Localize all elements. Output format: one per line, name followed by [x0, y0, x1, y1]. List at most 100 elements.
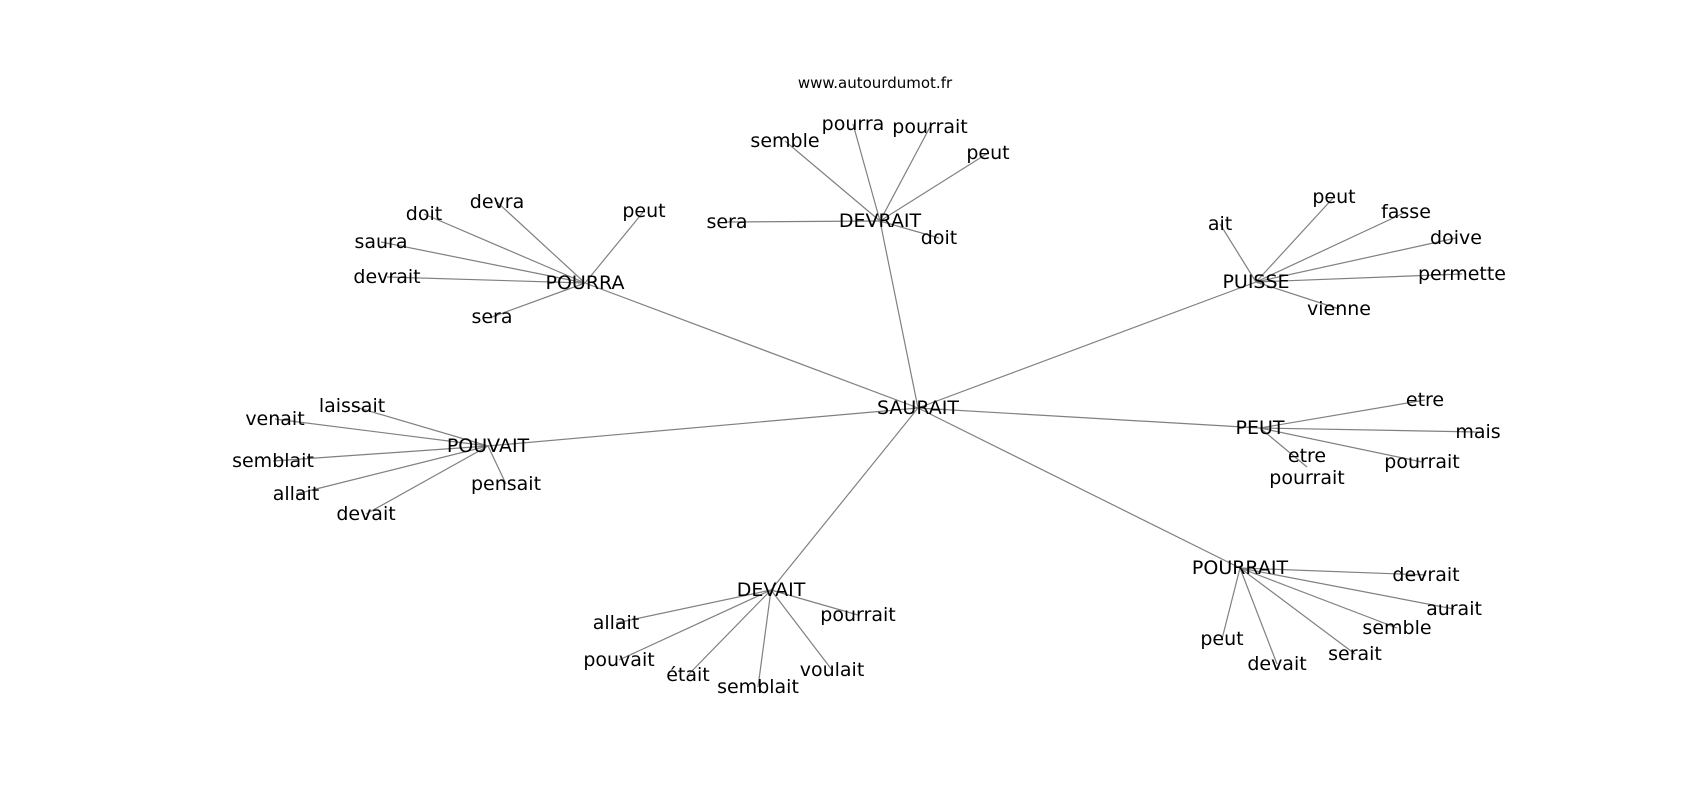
- leaf-node-pourrait-semble: semble: [1362, 617, 1431, 639]
- leaf-node-pourrait-serait: serait: [1328, 643, 1382, 665]
- hub-node-pourra: POURRA: [546, 272, 625, 294]
- edge-peut-mais: [1259, 427, 1479, 433]
- leaf-node-pourra-doit: doit: [406, 203, 442, 225]
- edge-pourrait-devrait: [1239, 567, 1427, 576]
- edge-devait-voulait: [770, 589, 833, 671]
- graph-labels: www.autourdumot.fr SAURAITDEVRAITsemblep…: [232, 74, 1506, 698]
- leaf-node-devait-voulait: voulait: [800, 659, 865, 681]
- edge-devait-semblait: [757, 589, 772, 688]
- edge-devait-allait: [615, 589, 772, 624]
- edge-pourra-devrait: [386, 276, 586, 284]
- edge-devait-pourrait: [770, 589, 859, 616]
- edge-devrait-semble: [784, 140, 881, 222]
- edge-pourrait-semble: [1239, 567, 1398, 629]
- leaf-node-puisse-fasse: fasse: [1381, 201, 1431, 223]
- edge-center-puisse: [917, 281, 1257, 409]
- edge-devrait-pourra: [852, 123, 881, 222]
- leaf-node-devait-etait: était: [666, 664, 710, 686]
- leaf-node-devrait-doit: doit: [921, 227, 957, 249]
- leaf-node-pouvait-laissait: laissait: [319, 395, 385, 417]
- leaf-node-pourrait-devrait: devrait: [1392, 564, 1459, 586]
- leaf-node-pourrait-aurait: aurait: [1426, 598, 1482, 620]
- leaf-node-pouvait-pensait: pensait: [471, 473, 541, 495]
- edge-pourrait-devait: [1239, 567, 1278, 665]
- edge-devrait-sera: [726, 220, 881, 223]
- leaf-node-devrait-pourra: pourra: [822, 113, 885, 135]
- leaf-node-puisse-doive: doive: [1430, 227, 1482, 249]
- leaf-node-pourra-devrait: devrait: [353, 266, 420, 288]
- leaf-node-devait-pouvait: pouvait: [583, 649, 654, 671]
- edge-pourrait-serait: [1239, 567, 1356, 655]
- leaf-node-puisse-permette: permette: [1418, 263, 1506, 285]
- hub-node-devait: DEVAIT: [737, 579, 806, 601]
- leaf-node-pourra-devra: devra: [470, 191, 524, 213]
- edge-pouvait-laissait: [351, 405, 489, 447]
- edge-puisse-peut: [1255, 196, 1335, 283]
- edge-peut-pourrait: [1259, 427, 1423, 463]
- edge-center-pourra: [584, 282, 919, 409]
- leaf-node-devrait-pourrait: pourrait: [892, 116, 967, 138]
- edge-devait-pouvait: [618, 589, 772, 661]
- leaf-node-peut-etre-pourrait-line2: pourrait: [1269, 467, 1344, 489]
- edge-pourra-peut: [584, 210, 645, 284]
- leaf-node-peut-etre-pourrait-line1: etre: [1288, 445, 1326, 467]
- leaf-node-peut-pourrait: pourrait: [1384, 451, 1459, 473]
- graph-edges: [272, 123, 1479, 688]
- leaf-node-pouvait-devait: devait: [336, 503, 395, 525]
- leaf-node-peut-mais: mais: [1455, 421, 1500, 443]
- leaf-node-devrait-sera: sera: [706, 211, 747, 233]
- leaf-node-pourra-peut: peut: [622, 200, 665, 222]
- edge-pourrait-peut: [1221, 567, 1241, 640]
- leaf-node-pouvait-allait: allait: [273, 483, 320, 505]
- leaf-node-devait-pourrait: pourrait: [820, 604, 895, 626]
- leaf-node-devrait-semble: semble: [750, 130, 819, 152]
- hub-node-devrait: DEVRAIT: [839, 210, 922, 232]
- edge-peut-etre-pourrait: [1259, 427, 1308, 468]
- edge-puisse-fasse: [1255, 211, 1407, 283]
- edge-pourra-devra: [496, 201, 586, 284]
- leaf-node-devait-allait: allait: [593, 612, 640, 634]
- edge-center-pouvait: [487, 407, 919, 447]
- edge-devrait-peut: [879, 152, 989, 222]
- edge-pouvait-devait: [365, 445, 489, 515]
- leaf-node-puisse-vienne: vienne: [1307, 298, 1371, 320]
- leaf-node-devait-semblait: semblait: [717, 676, 799, 698]
- edge-puisse-vienne: [1255, 281, 1340, 310]
- leaf-node-pourra-saura: saura: [354, 231, 407, 253]
- leaf-node-pourra-sera: sera: [471, 306, 512, 328]
- edge-pouvait-venait: [274, 418, 489, 447]
- edge-devrait-doit: [879, 220, 940, 239]
- edge-pouvait-pensait: [487, 445, 507, 485]
- edge-puisse-doive: [1255, 237, 1457, 283]
- hub-node-peut: PEUT: [1236, 417, 1285, 439]
- leaf-node-puisse-ait: ait: [1208, 213, 1232, 235]
- edge-pourra-sera: [491, 282, 586, 318]
- edge-center-peut: [917, 407, 1261, 429]
- edge-pourrait-aurait: [1239, 567, 1455, 610]
- edge-peut-etre: [1259, 399, 1426, 429]
- center-node-label: SAURAIT: [877, 397, 959, 419]
- leaf-node-devrait-peut: peut: [966, 142, 1009, 164]
- hub-node-pouvait: POUVAIT: [447, 435, 530, 457]
- hub-node-puisse: PUISSE: [1222, 271, 1289, 293]
- edge-devrait-pourrait: [879, 126, 931, 222]
- edge-center-devrait: [879, 220, 919, 409]
- edge-pourra-doit: [423, 213, 586, 284]
- source-label: www.autourdumot.fr: [798, 74, 953, 92]
- edge-puisse-permette: [1255, 273, 1463, 283]
- edge-pouvait-semblait: [272, 445, 489, 462]
- edge-center-pourrait: [917, 407, 1241, 569]
- leaf-node-peut-etre: etre: [1406, 389, 1444, 411]
- leaf-node-pouvait-semblait: semblait: [232, 450, 314, 472]
- hub-node-pourrait: POURRAIT: [1192, 557, 1289, 579]
- leaf-node-puisse-peut: peut: [1312, 186, 1355, 208]
- leaf-node-pouvait-venait: venait: [245, 408, 304, 430]
- edge-pourra-saura: [380, 241, 586, 284]
- leaf-node-pourrait-peut: peut: [1200, 628, 1243, 650]
- leaf-node-pourrait-devait: devait: [1247, 653, 1306, 675]
- edge-puisse-ait: [1219, 223, 1257, 283]
- edge-center-devait: [770, 407, 919, 591]
- edge-pouvait-allait: [295, 445, 489, 495]
- edge-devait-etait: [687, 589, 772, 676]
